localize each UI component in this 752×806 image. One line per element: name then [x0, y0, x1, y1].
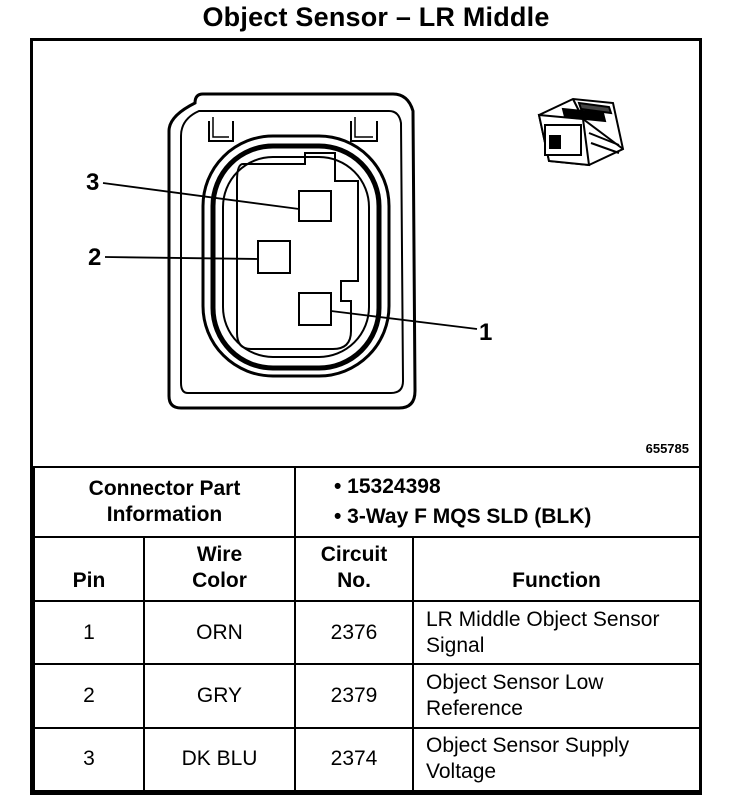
function-cell: Object Sensor Low Reference [412, 663, 701, 729]
pin-1-cavity [298, 292, 332, 326]
circuit-cell: 2379 [294, 663, 414, 729]
pin-cell: 3 [33, 726, 145, 793]
table-row: 1 ORN 2376 LR Middle Object Sensor Signa… [33, 599, 701, 666]
pin-3-cavity [298, 190, 332, 222]
pin-1-label: 1 [479, 319, 493, 346]
connector-frame: 3 2 1 655785 Connector Part Information … [30, 38, 702, 795]
connector-diagram: 3 2 1 655785 [33, 41, 699, 466]
table-row: 3 DK BLU 2374 Object Sensor Supply Volta… [33, 726, 701, 793]
header-pin: Pin [33, 536, 145, 602]
header-wire-color-text: Wire Color [192, 543, 247, 592]
pin-1-leader [330, 310, 478, 330]
connector-info-label-text: Connector Part Information [88, 477, 241, 526]
header-wire-color: Wire Color [143, 536, 296, 602]
part-number-list: • 15324398 • 3-Way F MQS SLD (BLK) [294, 466, 701, 538]
connector-info-row: Connector Part Information • 15324398 • … [33, 466, 701, 538]
pin-2-leader [104, 256, 259, 260]
pin-2-label: 2 [88, 244, 102, 271]
circuit-cell: 2376 [294, 599, 414, 666]
circuit-cell: 2374 [294, 726, 414, 793]
wire-color-cell: DK BLU [143, 726, 296, 793]
connector-face-drawing [102, 92, 625, 410]
housing-outline [167, 92, 417, 410]
table-row: 2 GRY 2379 Object Sensor Low Reference [33, 663, 701, 729]
page-title: Object Sensor – LR Middle [202, 2, 550, 32]
wire-color-cell: GRY [143, 663, 296, 729]
part-number-item: • 3-Way F MQS SLD (BLK) [334, 505, 592, 528]
wire-color-cell: ORN [143, 599, 296, 666]
pin-3-label: 3 [86, 169, 100, 196]
connector-pinout-table: Connector Part Information • 15324398 • … [33, 466, 701, 793]
pin-2-cavity [257, 240, 291, 274]
figure-code: 655785 [645, 441, 689, 456]
connector-info-label: Connector Part Information [33, 466, 296, 538]
pin-cell: 1 [33, 599, 145, 666]
pin-cell: 2 [33, 663, 145, 729]
function-cell: Object Sensor Supply Voltage [412, 726, 701, 793]
header-circuit-no: Circuit No. [294, 536, 414, 602]
table-header-row: Pin Wire Color Circuit No. Function [33, 536, 701, 602]
function-cell: LR Middle Object Sensor Signal [412, 599, 701, 666]
part-number-item: • 15324398 [334, 475, 441, 498]
pin-3-leader [102, 182, 300, 210]
connector-isometric-icon [537, 97, 625, 167]
header-function: Function [412, 536, 701, 602]
header-circuit-no-text: Circuit No. [320, 543, 388, 592]
